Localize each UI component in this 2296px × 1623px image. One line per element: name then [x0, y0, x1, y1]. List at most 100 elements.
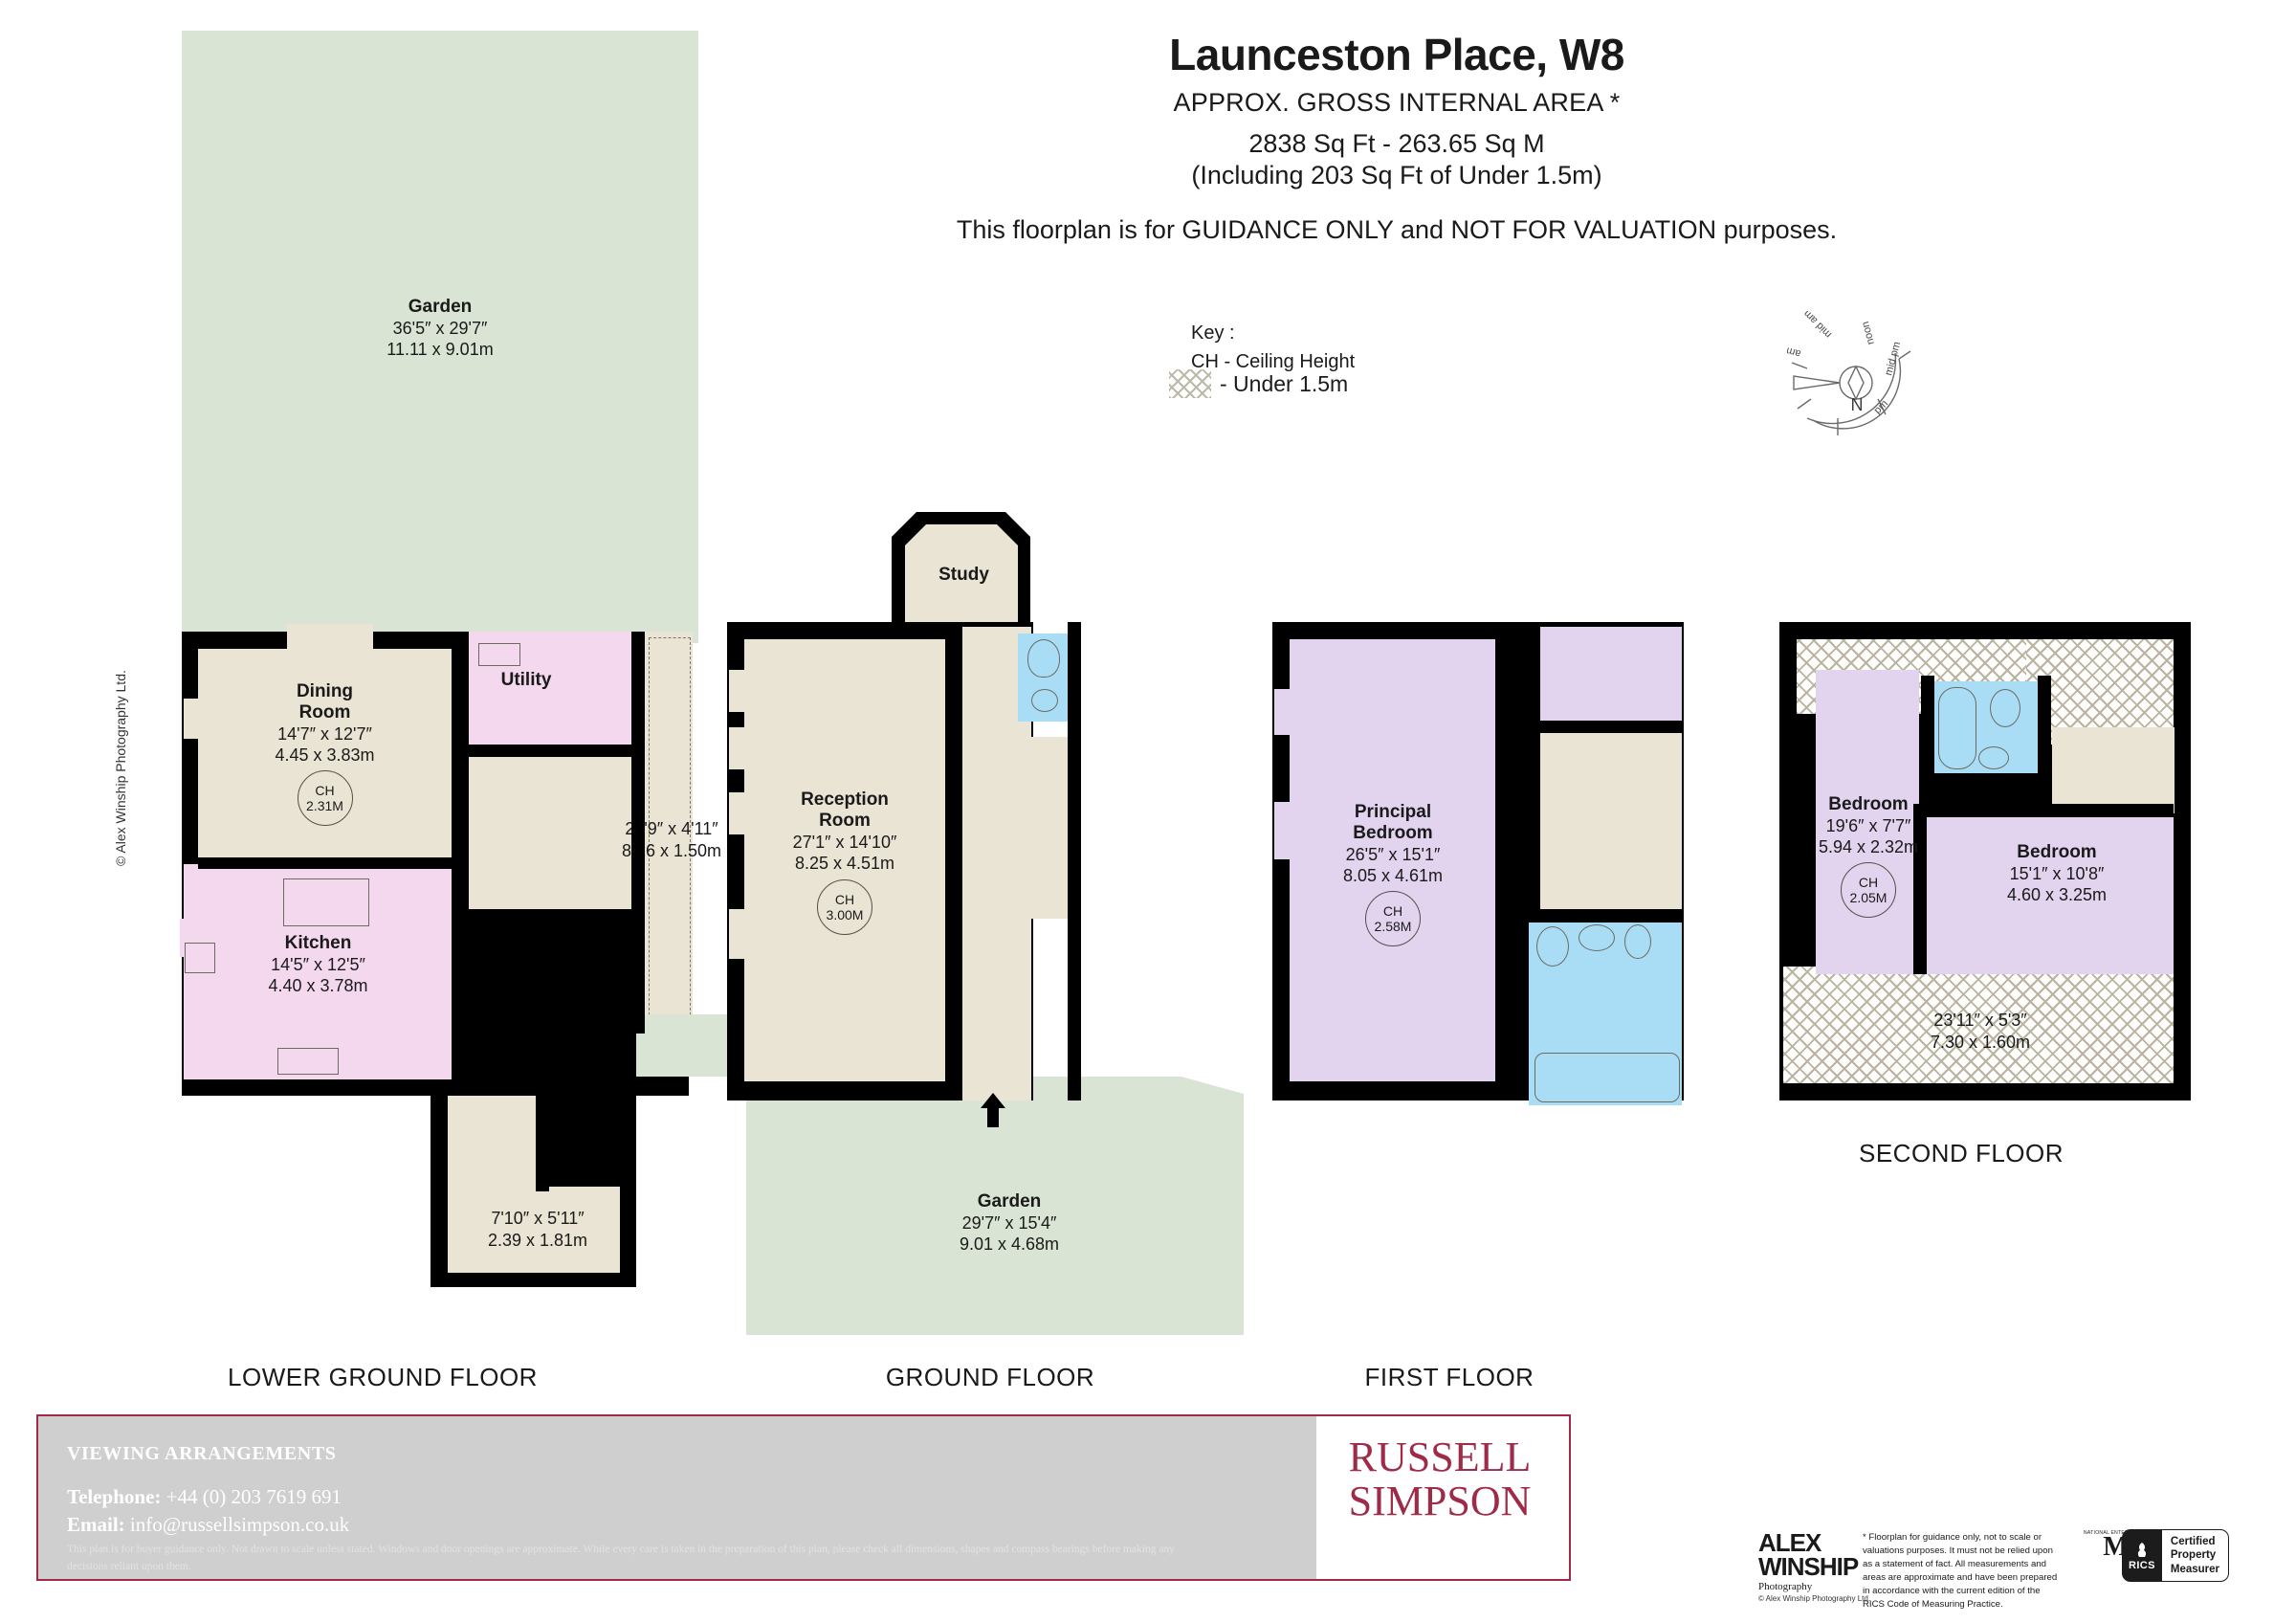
alex-winship-copy: © Alex Winship Photography Ltd. [1758, 1594, 1871, 1604]
bedroom-right-name: Bedroom [2017, 842, 2097, 862]
footer-fine-print: This plan is for buyer guidance only. No… [67, 1544, 1175, 1572]
reception-metric: 8.25 x 4.51m [794, 854, 895, 874]
toilet-icon-second [1990, 689, 2020, 727]
bath-icon-first [1534, 1053, 1680, 1102]
bedroom-right-metric: 4.60 x 3.25m [2006, 885, 2108, 905]
dining-imperial: 14'7″ x 12'7″ [277, 723, 372, 744]
compass-rose-icon: am mid am noon mid pm pm N [1775, 307, 1937, 474]
utility-floor [467, 632, 634, 756]
email-label: Email: [67, 1513, 125, 1536]
principal-imperial: 26'5″ x 15'1″ [1345, 844, 1441, 864]
dining-ch-badge: CH 2.31M [297, 769, 353, 826]
page-title: Launceston Place, W8 [1169, 30, 1624, 79]
bedroom-left-metric: 5.94 x 2.32m [1818, 837, 1919, 857]
stair-lg [524, 756, 634, 909]
reception-label: Reception Room 27'1″ x 14'10″ 8.25 x 4.5… [754, 789, 936, 935]
photographer-logo: ALEX WINSHIP Photography © Alex Winship … [1758, 1528, 1871, 1604]
alex-winship-line1: ALEX [1758, 1528, 1821, 1557]
wall-principal-right [1495, 622, 1512, 1101]
principal-name-1: Principal [1354, 802, 1432, 822]
dining-ch-value: 2.31M [306, 797, 343, 813]
utility-label: Utility [500, 670, 552, 690]
reception-alcove-c [729, 792, 746, 834]
sink-icon-utility [478, 643, 520, 666]
kitchen-metric: 4.40 x 3.78m [268, 976, 368, 996]
key-under-label: - Under 1.5m [1220, 370, 1349, 396]
ne-top-text: NATIONAL ENTERPRISES [2084, 1530, 2149, 1536]
bedroom-left-ch-value: 2.05M [1849, 889, 1888, 905]
wall-hall-left [452, 632, 469, 1096]
bedroom-left-name: Bedroom [1828, 794, 1909, 814]
hob-icon [185, 943, 215, 973]
stair-first [1540, 732, 1682, 909]
principal-ch-badge: CH 2.58M [1365, 890, 1421, 946]
rear-store-metric: 2.39 x 1.81m [487, 1230, 588, 1250]
wall-hall-right [631, 632, 645, 1034]
garden-gf-imperial: 29'7″ x 15'4″ [961, 1212, 1057, 1233]
wall-annex-split [536, 1096, 549, 1191]
floorplan-lower-ground: Garden 36'5″ x 29'7″ 11.11 x 9.01m Dinin… [0, 0, 727, 1340]
reception-alcove-b [729, 727, 746, 769]
basin-icon-gf [1031, 689, 1058, 712]
eaves-hatch-bottom [1783, 967, 2174, 1083]
side-passage-floor [643, 632, 693, 1034]
svg-text:N: N [1851, 394, 1864, 413]
reception-alcove-d [729, 909, 746, 959]
bedroom-left-ch-label: CH [1858, 874, 1879, 890]
kitchen-island-outline [283, 878, 369, 926]
reception-ch-label: CH [834, 891, 855, 907]
garden-gf-metric: 9.01 x 4.68m [959, 1234, 1060, 1255]
rear-store-floor [448, 1187, 620, 1273]
bedroom-left-imperial: 19'6″ x 7'7″ [1825, 815, 1911, 835]
reception-imperial: 27'1″ x 14'10″ [792, 832, 897, 852]
bedroom-right-floor [1919, 815, 2174, 974]
hatch-swatch-icon [1169, 369, 1211, 398]
garden-lg-label: Garden 36'5″ x 29'7″ 11.11 x 9.01m [316, 297, 564, 361]
eaves-imperial: 23'11″ x 5'3″ [1933, 1011, 2027, 1030]
svg-text:am: am [1785, 345, 1802, 360]
rics-mark: RICS [2122, 1529, 2162, 1583]
bedroom-left-ch-badge: CH 2.05M [1841, 861, 1896, 918]
rics-star-note: * Floorplan for guidance only, not to sc… [1863, 1532, 2058, 1610]
wall-bath-second-right [2038, 676, 2051, 777]
rear-store-dims: 7'10″ x 5'11″ 2.39 x 1.81m [442, 1208, 633, 1251]
garden-lg-imperial: 36'5″ x 29'7″ [392, 318, 488, 338]
eaves-dims: 23'11″ x 5'3″ 7.30 x 1.60m [1880, 1010, 2081, 1053]
telephone-value[interactable]: +44 (0) 203 7619 691 [166, 1485, 342, 1508]
bedroom-left-floor [1816, 670, 1919, 974]
floorplan-first: Principal Bedroom 26'5″ x 15'1″ 8.05 x 4… [1253, 0, 1760, 1359]
cpm-line3: Measurer [2170, 1563, 2220, 1575]
side-passage-metric: 8.16 x 1.50m [621, 840, 722, 860]
dining-room-floor [198, 649, 452, 864]
study-label: Study [938, 565, 989, 585]
kitchen-alcove-left [180, 919, 193, 957]
alex-winship-line2: WINSHIP [1758, 1551, 1859, 1581]
rics-word: RICS [2129, 1559, 2155, 1571]
wall-bath-second-left [1921, 676, 1934, 777]
rics-certified-badge: RICS Certified Property Measurer [2122, 1529, 2230, 1583]
garden-area-lower-ground [182, 31, 698, 643]
key-title: Key : [1191, 322, 1235, 344]
bedroom-right-imperial: 15'1″ x 10'8″ [2009, 863, 2105, 883]
kitchen-label: Kitchen 14'5″ x 12'5″ 4.40 x 3.78m [191, 933, 445, 997]
principal-alcove-a [1274, 689, 1292, 735]
reception-name-2: Room [819, 810, 871, 831]
garden-gf-name: Garden [977, 1191, 1042, 1212]
email-value[interactable]: info@russellsimpson.co.uk [129, 1513, 350, 1536]
principal-bedroom-label: Principal Bedroom 26'5″ x 15'1″ 8.05 x 4… [1299, 802, 1487, 946]
bidet-icon-first [1624, 924, 1651, 959]
study-floor [905, 524, 1018, 630]
dining-name-1: Dining [296, 681, 354, 701]
telephone-row: Telephone: +44 (0) 203 7619 691 [67, 1485, 342, 1509]
kitchen-floor [184, 864, 453, 1079]
reception-ch-badge: CH 3.00M [817, 878, 872, 935]
floor-label-second: SECOND FLOOR [1858, 1139, 2064, 1167]
area-label: APPROX. GROSS INTERNAL AREA * [1173, 88, 1621, 117]
garden-wedge-lg [636, 1014, 727, 1077]
wall-stair-top [1529, 721, 1684, 733]
cpm-line1: Certified [2170, 1536, 2216, 1547]
bath-icon-second [1938, 687, 1976, 769]
rear-store-imperial: 7'10″ x 5'11″ [491, 1209, 585, 1228]
dining-name-2: Room [298, 701, 351, 723]
telephone-label: Telephone: [67, 1485, 162, 1508]
